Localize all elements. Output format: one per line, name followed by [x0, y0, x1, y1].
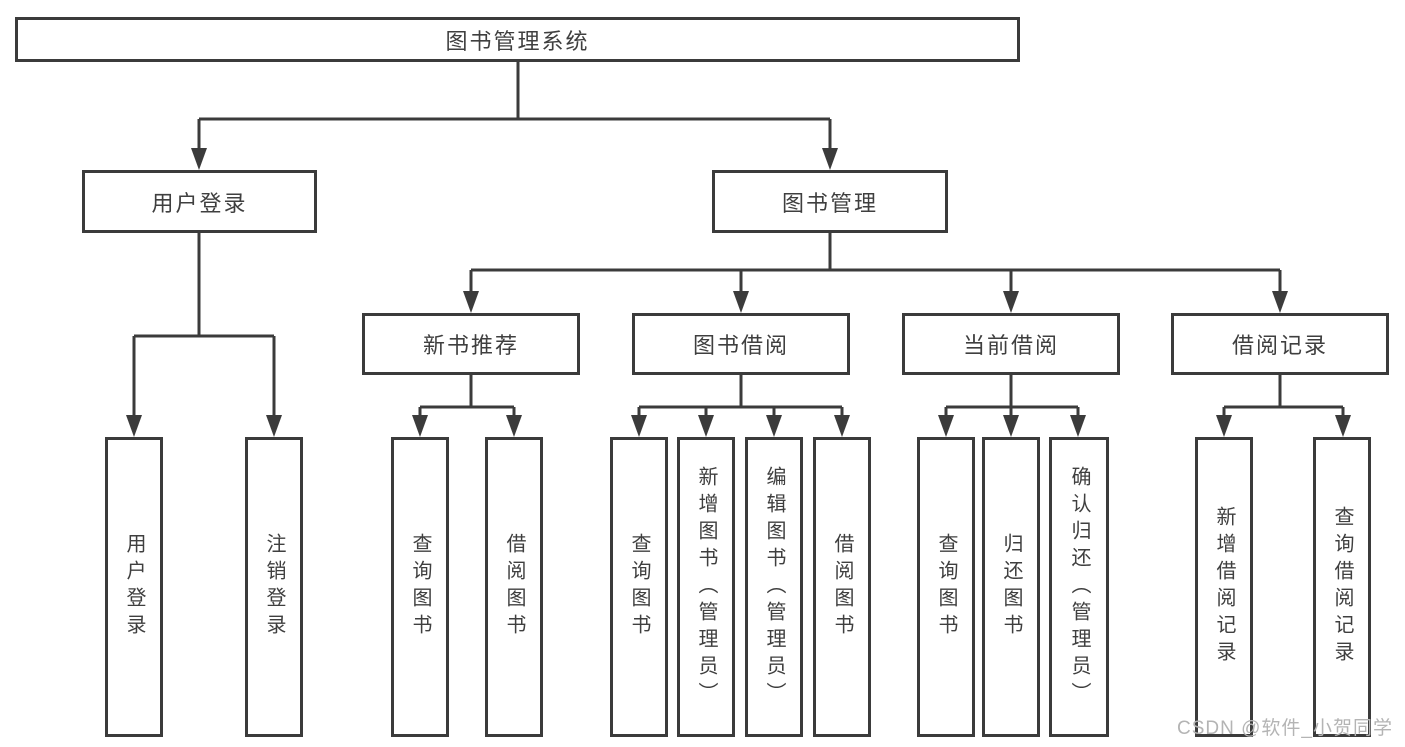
- leaf-confirm-return-admin: 确认归还（管理员）: [1049, 437, 1109, 737]
- leaf-add-borrow-record: 新增借阅记录: [1195, 437, 1253, 737]
- leaf-query-books-recommend: 查询图书: [391, 437, 449, 737]
- node-book-borrowing: 图书借阅: [632, 313, 850, 375]
- leaf-borrow-books-recommend: 借阅图书: [485, 437, 543, 737]
- node-new-book-recommend: 新书推荐: [362, 313, 580, 375]
- leaf-query-books-borrow: 查询图书: [610, 437, 668, 737]
- node-borrowing-records: 借阅记录: [1171, 313, 1389, 375]
- leaf-borrow-books-borrow: 借阅图书: [813, 437, 871, 737]
- node-current-borrowing: 当前借阅: [902, 313, 1120, 375]
- leaf-edit-book-admin: 编辑图书（管理员）: [745, 437, 803, 737]
- node-user-login: 用户登录: [82, 170, 317, 233]
- csdn-watermark: CSDN @软件_小贺同学: [1177, 718, 1393, 739]
- leaf-user-login: 用户登录: [105, 437, 163, 737]
- arrowhead-icons: [126, 148, 1351, 437]
- node-book-management: 图书管理: [712, 170, 948, 233]
- leaf-add-book-admin: 新增图书（管理员）: [677, 437, 735, 737]
- node-root-system: 图书管理系统: [15, 17, 1020, 62]
- leaf-return-books: 归还图书: [982, 437, 1040, 737]
- leaf-query-books-current: 查询图书: [917, 437, 975, 737]
- leaf-query-borrow-record: 查询借阅记录: [1313, 437, 1371, 737]
- leaf-logout: 注销登录: [245, 437, 303, 737]
